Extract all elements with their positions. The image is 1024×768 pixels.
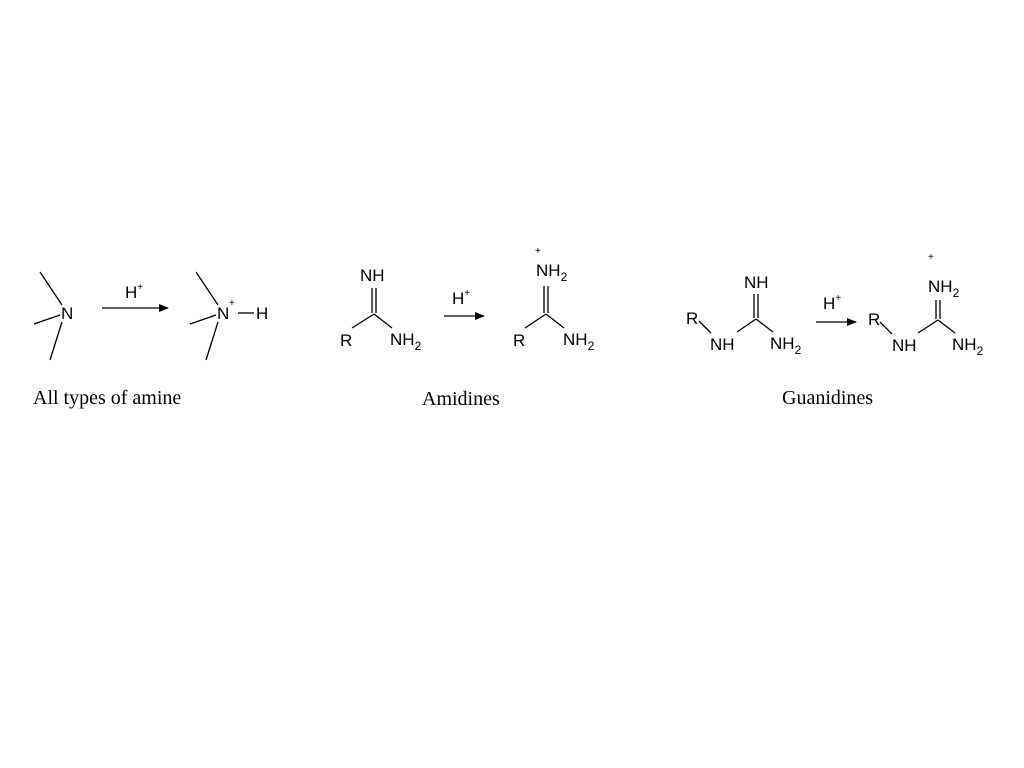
proton-reagent: H+: [452, 288, 470, 308]
bond: [49, 321, 63, 361]
guanidine-product: + NH2 R NH NH2: [868, 252, 984, 358]
iminium-group: NH2: [928, 277, 960, 300]
bond: [879, 321, 893, 335]
amine-arrow: H+: [102, 282, 169, 312]
amidine-reactant: NH R NH2: [340, 266, 422, 353]
bond: [205, 321, 219, 361]
imine-group: NH: [744, 273, 769, 292]
bond: [937, 319, 956, 334]
nitrogen-atom: N: [217, 304, 229, 323]
amino-group: NH2: [770, 334, 802, 357]
positive-charge: +: [229, 298, 235, 309]
imine-group: NH: [360, 266, 385, 285]
bond: [698, 320, 712, 334]
bond: [524, 313, 547, 329]
caption-guanidines: Guanidines: [782, 387, 873, 409]
guanidine-arrow: H+: [816, 293, 857, 326]
nitrogen-atom: N: [61, 304, 73, 323]
iminium-group: NH2: [536, 261, 568, 284]
amine-reaction: N H+ N + H All types of amine: [33, 271, 268, 409]
r-group: R: [340, 331, 352, 350]
linking-nh: NH: [892, 336, 917, 355]
bond: [33, 314, 61, 325]
amine-product: N + H: [189, 271, 268, 361]
amidine-reaction: NH R NH2 H+ + NH2 R NH2 Amidines: [340, 246, 595, 410]
bond: [195, 271, 219, 306]
positive-charge: +: [535, 246, 541, 257]
bond: [755, 318, 774, 333]
amidine-product: + NH2 R NH2: [513, 246, 595, 353]
r-group: R: [513, 331, 525, 350]
bond: [373, 313, 393, 329]
r-group: R: [868, 310, 880, 329]
bond: [545, 313, 565, 329]
bond: [39, 271, 63, 306]
guanidine-reaction: NH R NH NH2 H+ + NH2 R NH NH2 Guanidi: [686, 252, 984, 409]
bond: [351, 313, 375, 329]
r-group: R: [686, 309, 698, 328]
bond: [917, 319, 939, 334]
amine-reactant: N: [33, 271, 73, 361]
caption-amine: All types of amine: [33, 387, 181, 409]
caption-amidines: Amidines: [422, 388, 500, 410]
bond: [189, 314, 217, 325]
amidine-arrow: H+: [444, 288, 485, 320]
linking-nh: NH: [710, 335, 735, 354]
positive-charge: +: [928, 252, 934, 263]
bond: [736, 318, 757, 333]
proton-reagent: H+: [823, 293, 841, 313]
guanidine-reactant: NH R NH NH2: [686, 273, 802, 357]
hydrogen-atom: H: [256, 304, 268, 323]
amino-group: NH2: [563, 330, 595, 353]
proton-reagent: H+: [125, 282, 143, 302]
amino-group: NH2: [390, 330, 422, 353]
amino-group: NH2: [952, 335, 984, 358]
